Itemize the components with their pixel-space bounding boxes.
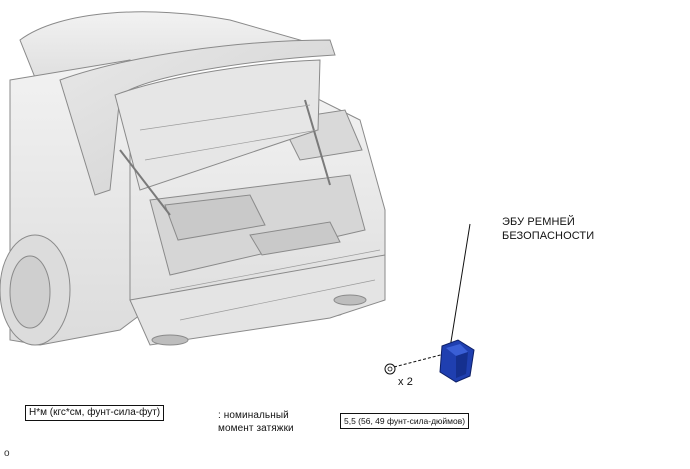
leader-line <box>449 223 471 349</box>
torque-legend-line1: : номинальный <box>218 410 289 421</box>
bolt-icon <box>384 363 396 375</box>
ecu-icon <box>439 339 475 383</box>
car-body <box>0 11 386 346</box>
torque-value-box: 5,5 (56, 49 фунт-сила-дюймов) <box>340 413 470 429</box>
torque-legend-line2: момент затяжки <box>218 423 294 434</box>
ecu-part-label: ЭБУ РЕМНЕЙ БЕЗОПАСНОСТИ <box>502 215 594 243</box>
torque-legend: : номинальный момент затяжки <box>218 409 294 435</box>
ecu-part-label-line1: ЭБУ РЕМНЕЙ <box>502 216 575 228</box>
torque-unit-box: Н*м (кгс*см, фунт-сила-фут) <box>25 405 165 421</box>
body-panel-lines <box>139 104 381 321</box>
fastener-quantity: x 2 <box>398 376 413 388</box>
ecu-part-label-line2: БЕЗОПАСНОСТИ <box>502 230 595 242</box>
figure-id: o <box>4 448 10 459</box>
